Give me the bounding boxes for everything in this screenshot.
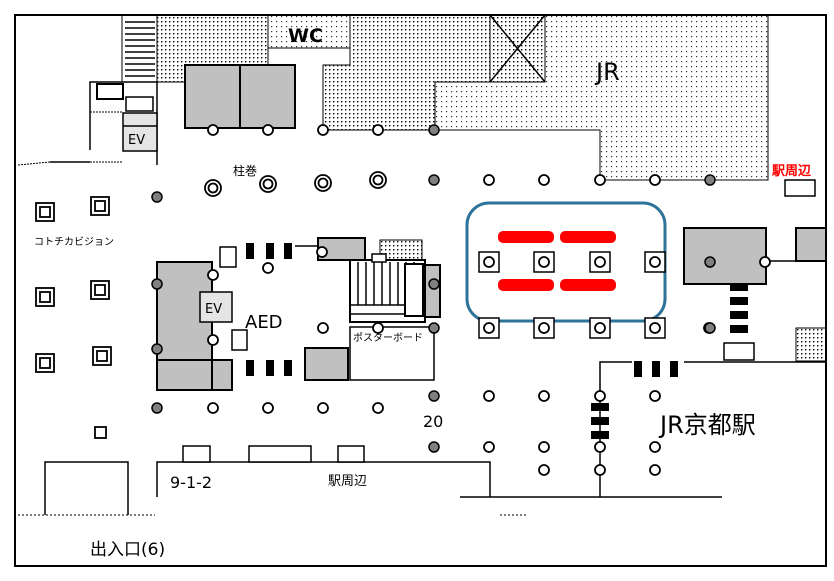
highlight-mark	[498, 231, 554, 243]
column	[207, 124, 219, 136]
kotochika-vision-label: コトチカビジョン	[34, 236, 114, 248]
ticket-gate	[266, 243, 274, 259]
highlight-mark	[498, 279, 554, 291]
wc-area	[267, 14, 351, 49]
code-912-label: 9-1-2	[170, 473, 212, 492]
ev-label-top: EV	[128, 133, 145, 148]
elevator-top	[122, 112, 158, 152]
station-area-label: 駅周辺	[328, 474, 367, 489]
column	[207, 334, 219, 346]
ticket-gate	[284, 243, 292, 259]
number-20-label: 20	[423, 412, 443, 431]
jr-area	[434, 14, 769, 181]
column	[428, 390, 440, 402]
ev-block	[156, 261, 213, 391]
column	[316, 246, 328, 258]
column	[704, 256, 716, 268]
column	[649, 390, 661, 402]
ticket-gate	[266, 360, 274, 376]
column	[538, 174, 550, 186]
column	[207, 269, 219, 281]
highlight-mark	[560, 279, 616, 291]
column	[207, 402, 219, 414]
column	[151, 343, 163, 355]
column	[428, 322, 440, 334]
wc-label: WC	[288, 25, 323, 47]
column	[428, 278, 440, 290]
column	[262, 402, 274, 414]
ticket-gate	[652, 361, 660, 377]
column	[594, 390, 606, 402]
column	[649, 174, 661, 186]
ticket-gate	[284, 360, 292, 376]
column	[594, 441, 606, 453]
ticket-gate	[730, 297, 748, 305]
ticket-gate	[730, 325, 748, 333]
column	[483, 174, 495, 186]
aed-label: AED	[245, 312, 283, 333]
ticket-gate	[591, 417, 609, 425]
column	[151, 278, 163, 290]
station-area-red-label: 駅周辺	[771, 164, 811, 179]
column	[538, 441, 550, 453]
ticket-gate	[670, 361, 678, 377]
column	[317, 322, 329, 334]
elevator-left	[199, 291, 233, 323]
column	[594, 464, 606, 476]
column	[372, 124, 384, 136]
poster-board-label: ポスターボード	[353, 332, 423, 344]
column	[649, 441, 661, 453]
column	[428, 174, 440, 186]
jr-kyoto-station-label: JR京都駅	[658, 411, 756, 439]
column	[594, 174, 606, 186]
jr-label: JR	[594, 58, 620, 86]
column	[317, 402, 329, 414]
ticket-gate	[730, 311, 748, 319]
column	[538, 390, 550, 402]
column	[649, 464, 661, 476]
ticket-gate	[730, 283, 748, 291]
ticket-gate	[246, 243, 254, 259]
ev-label-left: EV	[205, 302, 222, 317]
pillar-wrap-label: 柱巻	[233, 163, 257, 178]
ticket-gate	[246, 360, 254, 376]
ticket-gate	[591, 431, 609, 439]
stairs	[121, 14, 158, 83]
ticket-gate	[591, 403, 609, 411]
column	[704, 174, 716, 186]
column	[759, 256, 771, 268]
column	[262, 124, 274, 136]
column	[428, 124, 440, 136]
column	[262, 262, 274, 274]
column	[372, 402, 384, 414]
exit-label: 出入口(6)	[90, 540, 165, 560]
column	[538, 464, 550, 476]
column	[317, 124, 329, 136]
column	[372, 322, 384, 334]
column	[483, 441, 495, 453]
highlight-mark	[560, 231, 616, 243]
map-frame	[14, 14, 827, 567]
column	[704, 322, 716, 334]
column	[428, 441, 440, 453]
ticket-gate	[634, 361, 642, 377]
column	[151, 402, 163, 414]
shop-block-right	[683, 227, 767, 285]
column	[483, 390, 495, 402]
poster-board	[349, 326, 435, 381]
column	[151, 191, 163, 203]
